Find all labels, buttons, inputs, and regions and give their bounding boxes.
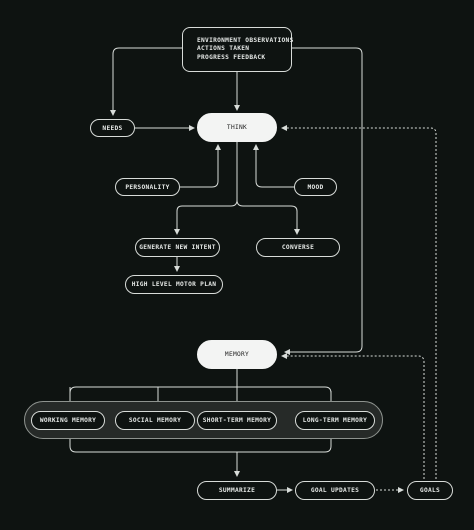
edge-env-needs bbox=[110, 47, 182, 116]
short-term-memory-node: SHORT-TERM MEMORY bbox=[197, 411, 277, 430]
edge-memory-row bbox=[69, 369, 237, 408]
personality-node: PERSONALITY bbox=[115, 178, 180, 196]
edge-env-memory bbox=[284, 47, 363, 355]
edge-row-return bbox=[69, 432, 332, 453]
environment-node: ENVIRONMENT OBSERVATIONS ACTIONS TAKEN P… bbox=[182, 27, 294, 72]
memory-node: MEMORY bbox=[197, 340, 277, 369]
edge-think-converse bbox=[236, 199, 300, 235]
long-term-memory-node: LONG-TERM MEMORY bbox=[295, 411, 375, 430]
edge-mood-think bbox=[253, 144, 294, 188]
working-memory-node: WORKING MEMORY bbox=[31, 411, 105, 430]
edge-personality-think bbox=[180, 144, 221, 188]
motor-plan-node: HIGH LEVEL MOTOR PLAN bbox=[125, 275, 223, 294]
mood-node: MOOD bbox=[294, 178, 337, 196]
think-node: THINK bbox=[197, 113, 277, 142]
summarize-node: SUMMARIZE bbox=[197, 481, 277, 500]
edge-think-split bbox=[174, 142, 238, 235]
env-feedback-label: PROGRESS FEEDBACK bbox=[197, 53, 266, 61]
goal-updates-node: GOAL UPDATES bbox=[295, 481, 375, 500]
env-actions-label: ACTIONS TAKEN bbox=[197, 45, 250, 53]
generate-intent-node: GENERATE NEW INTENT bbox=[135, 238, 220, 257]
needs-node: NEEDS bbox=[90, 119, 135, 137]
converse-node: CONVERSE bbox=[256, 238, 340, 257]
edge-goals-memory bbox=[281, 353, 425, 479]
social-memory-node: SOCIAL MEMORY bbox=[115, 411, 195, 430]
goals-node: GOALS bbox=[407, 481, 453, 500]
env-observations-label: ENVIRONMENT OBSERVATIONS bbox=[197, 36, 294, 44]
